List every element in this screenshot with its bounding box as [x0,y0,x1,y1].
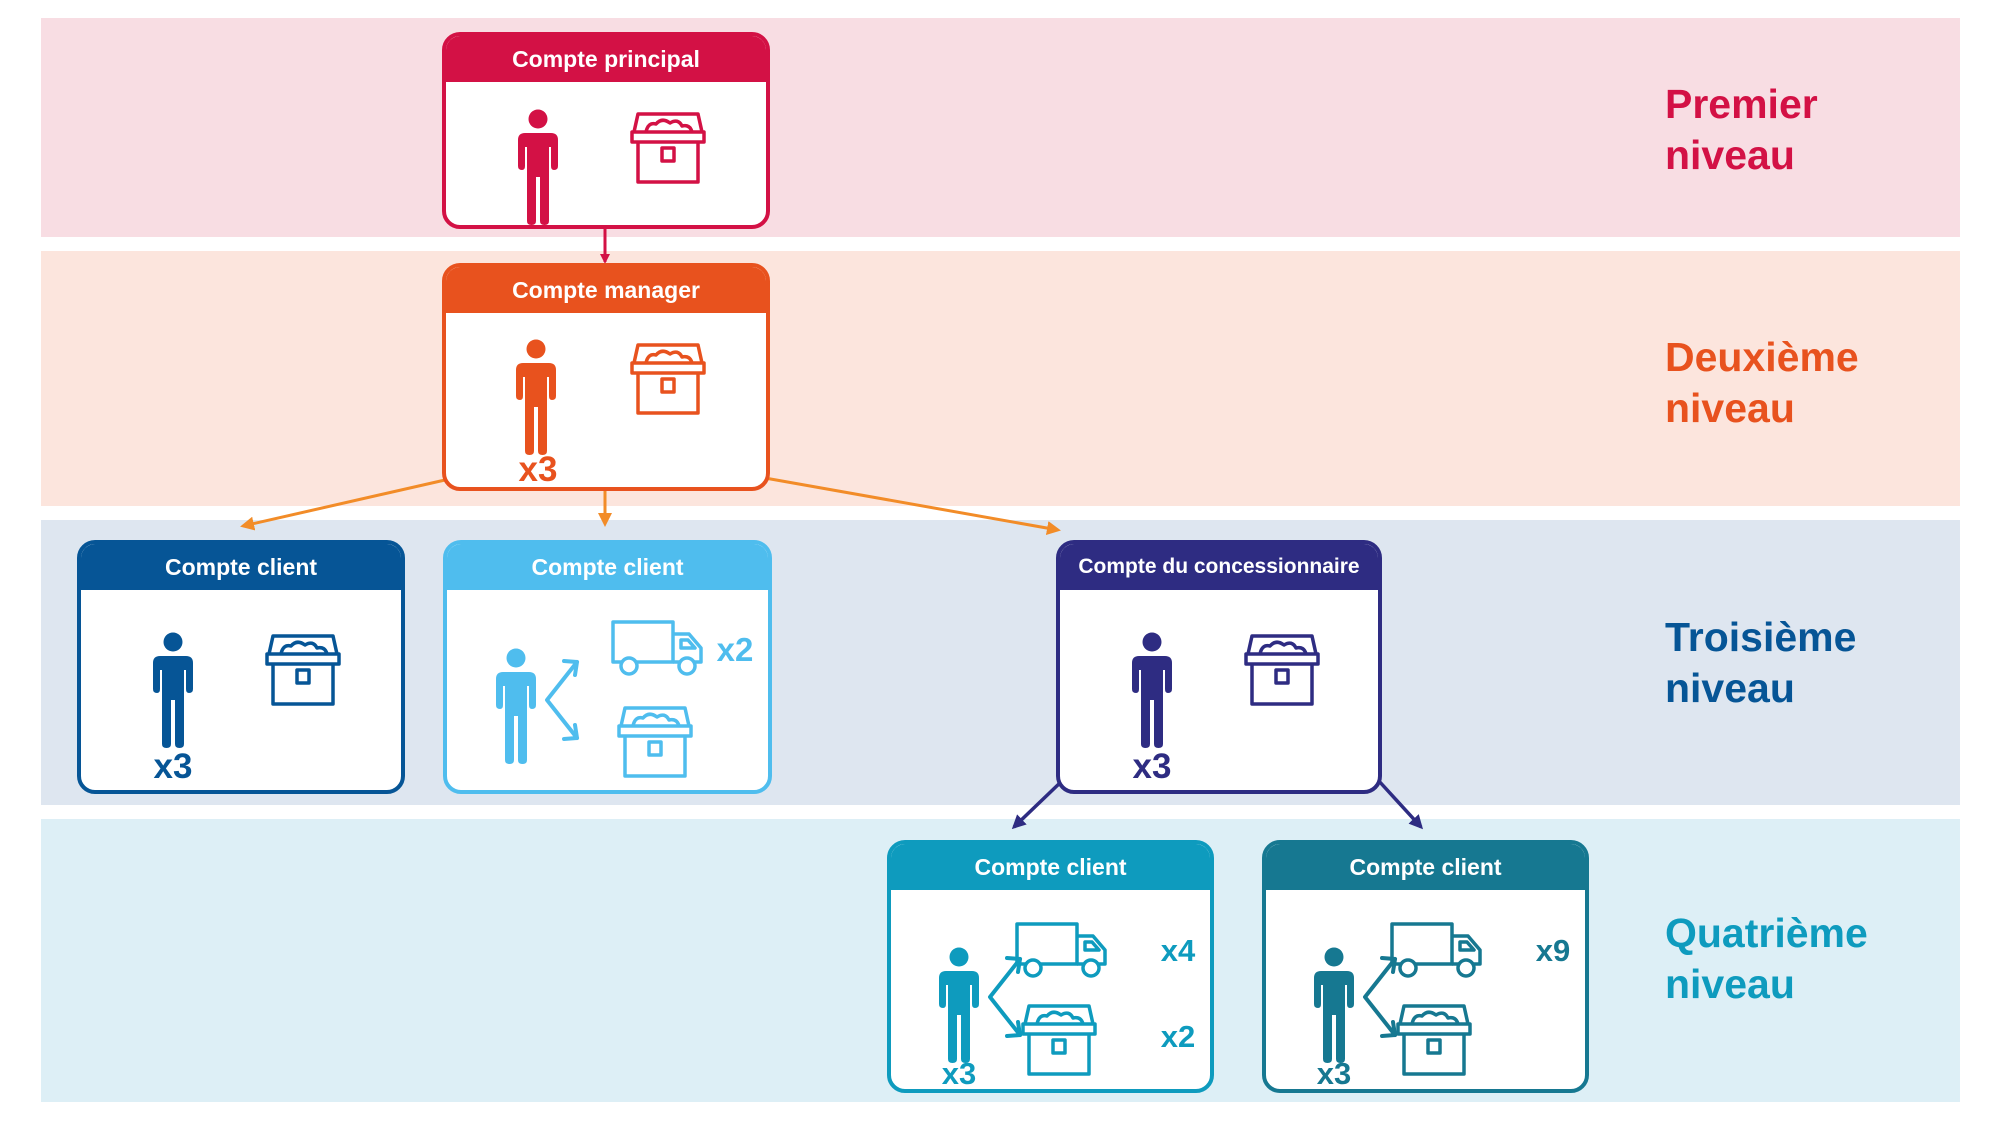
card-title: Compte client [447,544,768,590]
person-count: x3 [154,747,193,786]
treasure-chest-icon [265,634,341,706]
person-count: x3 [1317,1056,1351,1089]
treasure-chest-icon [630,343,706,415]
person-icon [939,947,979,1063]
card-compte-client-a: Compte client x3 [77,540,405,794]
truck-icon [1015,922,1107,978]
level-band-2 [41,251,1960,506]
person-icon [518,109,558,225]
treasure-chest-icon [1244,634,1320,706]
person-count: x3 [1133,747,1172,786]
treasure-chest-icon [1021,1004,1097,1076]
fork-arrow-icon [988,956,1022,1038]
truck-icon [611,620,703,676]
arrow-manager-to-client-a [240,478,446,531]
arrow-manager-to-dealer [764,476,1061,535]
truck-count: x9 [1536,933,1570,968]
truck-count: x4 [1161,933,1196,968]
truck-icon [1390,922,1482,978]
treasure-chest-icon [630,112,706,184]
person-icon [516,339,556,455]
person-count: x3 [519,450,558,487]
card-compte-client-c: Compte client x4 x2 x3 [887,840,1214,1093]
card-title: Compte client [891,844,1210,890]
person-icon [496,648,536,764]
person-icon [1314,947,1354,1063]
card-compte-principal: Compte principal [442,32,770,229]
card-title: Compte du concessionnaire [1060,544,1378,590]
fork-arrow-icon [1363,956,1397,1038]
chest-count: x2 [1161,1019,1195,1054]
arrow-dealer-to-client-d [1376,778,1424,830]
card-title: Compte principal [446,36,766,82]
card-compte-concessionnaire: Compte du concessionnaire x3 [1056,540,1382,794]
treasure-chest-icon [1396,1004,1472,1076]
card-title: Compte manager [446,267,766,313]
card-title: Compte client [81,544,401,590]
card-compte-manager: Compte manager x3 [442,263,770,491]
truck-count: x2 [717,631,754,668]
level-band-1 [41,18,1960,237]
card-compte-client-d: Compte client x9 x3 [1262,840,1589,1093]
person-count: x3 [942,1056,976,1089]
person-icon [1132,632,1172,748]
arrow-dealer-to-client-c [1011,778,1065,830]
person-icon [153,632,193,748]
treasure-chest-icon [617,706,693,778]
card-compte-client-b: Compte client x2 [443,540,772,794]
fork-arrow-icon [545,659,579,741]
card-title: Compte client [1266,844,1585,890]
